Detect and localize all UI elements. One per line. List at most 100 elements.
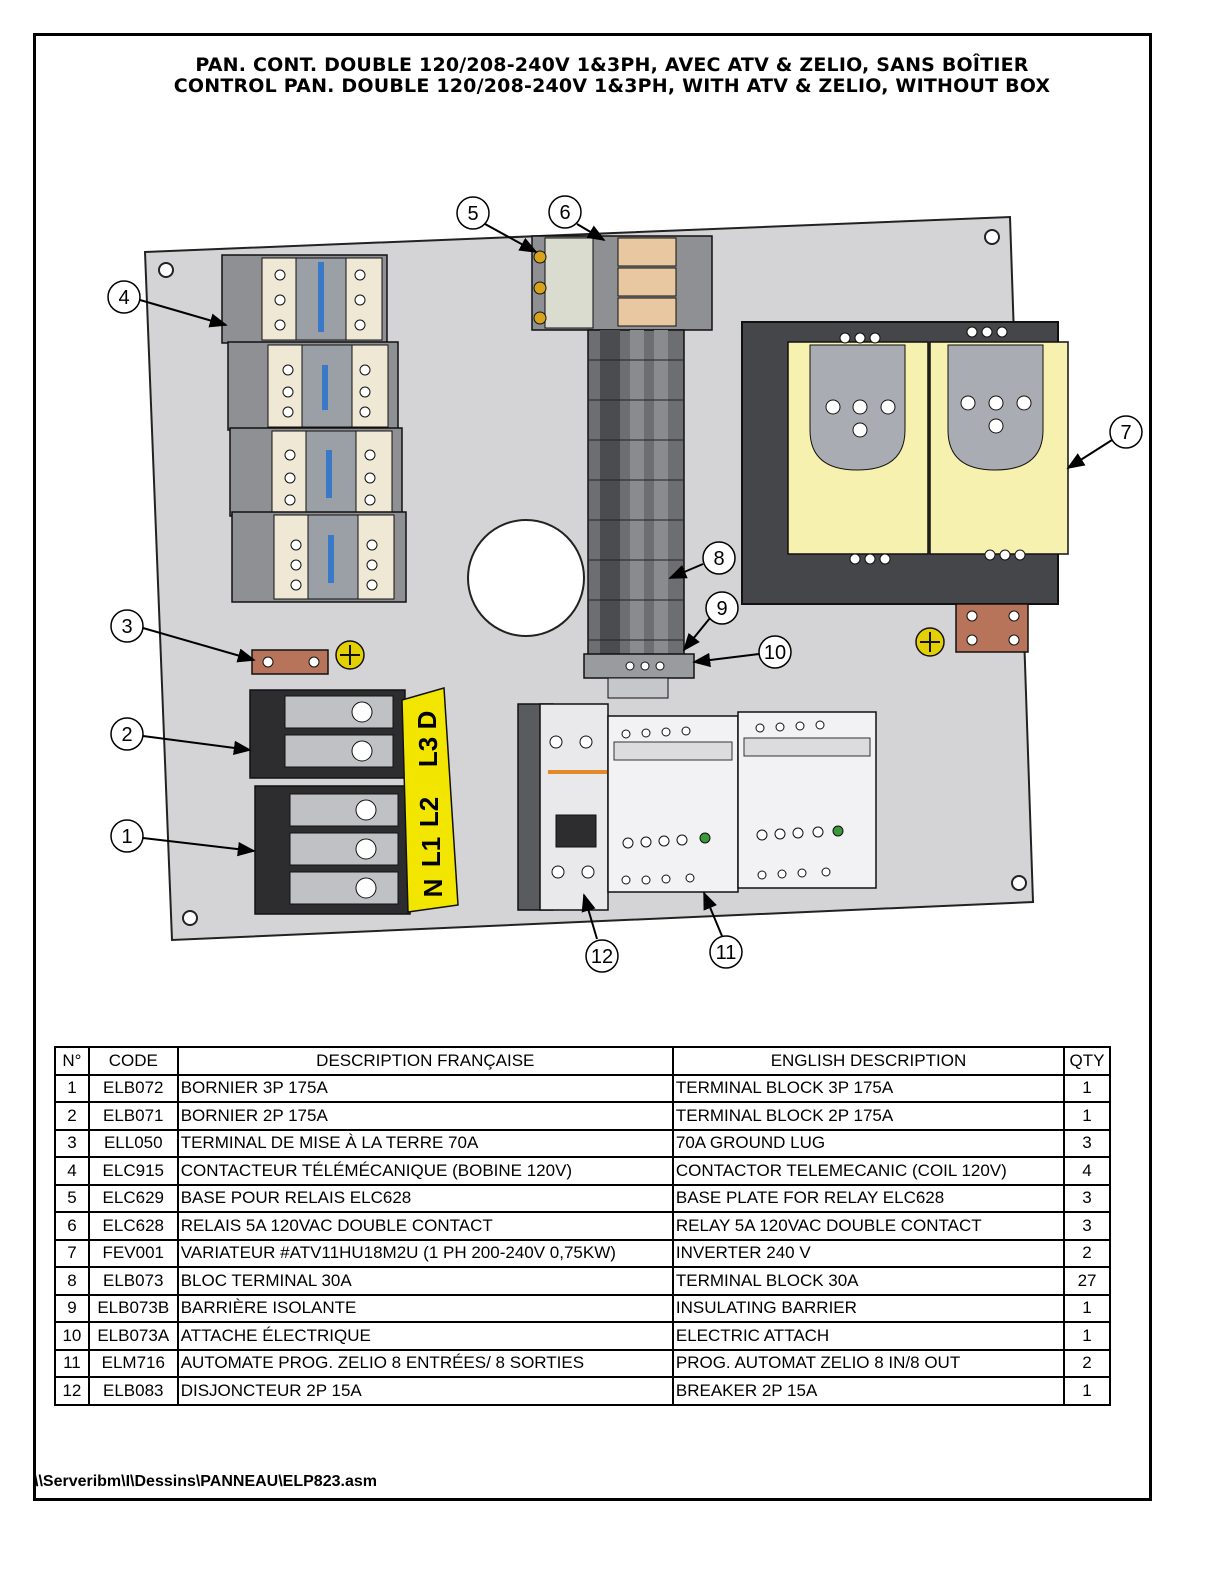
item-english-description: RELAY 5A 120VAC DOUBLE CONTACT: [671, 1211, 1066, 1241]
item-code: ELB073B: [87, 1293, 179, 1323]
item-french-description: AUTOMATE PROG. ZELIO 8 ENTRÉES/ 8 SORTIE…: [176, 1348, 674, 1378]
item-qty: 2: [1063, 1348, 1111, 1378]
item-qty: 3: [1063, 1128, 1111, 1158]
item-english-description: INVERTER 240 V: [671, 1238, 1066, 1268]
item-number: 8: [54, 1266, 90, 1296]
callout-10: 10: [692, 635, 792, 669]
callout-3: 3: [110, 609, 256, 663]
item-english-description: TERMINAL BLOCK 30A: [671, 1266, 1066, 1296]
callout-8: 8: [668, 541, 736, 579]
item-french-description: BORNIER 3P 175A: [176, 1073, 674, 1103]
item-french-description: VARIATEUR #ATV11HU18M2U (1 PH 200-240V 0…: [176, 1238, 674, 1268]
item-french-description: BARRIÈRE ISOLANTE: [176, 1293, 674, 1323]
header-number: N°: [54, 1046, 90, 1076]
file-path: \\Serveribm\I\Dessins\PANNEAU\ELP823.asm: [34, 1473, 377, 1490]
item-number: 1: [54, 1073, 90, 1103]
contactors: [221, 254, 407, 603]
item-french-description: BASE POUR RELAIS ELC628: [176, 1183, 674, 1213]
inverters: [741, 321, 1069, 605]
item-number: 11: [54, 1348, 90, 1378]
item-english-description: TERMINAL BLOCK 3P 175A: [671, 1073, 1066, 1103]
mounting-hole: [1011, 875, 1027, 891]
item-number: 10: [54, 1321, 90, 1351]
item-english-description: PROG. AUTOMAT ZELIO 8 IN/8 OUT: [671, 1348, 1066, 1378]
item-english-description: ELECTRIC ATTACH: [671, 1321, 1066, 1351]
item-number: 7: [54, 1238, 90, 1268]
callout-3-number: 3: [121, 616, 132, 638]
item-code: FEV001: [87, 1238, 179, 1268]
item-french-description: DISJONCTEUR 2P 15A: [176, 1376, 674, 1406]
callout-12: 12: [581, 893, 619, 973]
parts-table-header: N° CODE DESCRIPTION FRANÇAISE ENGLISH DE…: [54, 1046, 1111, 1076]
parts-table: N° CODE DESCRIPTION FRANÇAISE ENGLISH DE…: [54, 1046, 1111, 1406]
callout-10-number: 10: [764, 642, 786, 664]
item-number: 4: [54, 1156, 90, 1186]
callout-1: 1: [110, 819, 256, 857]
header-english-description: ENGLISH DESCRIPTION: [671, 1046, 1066, 1076]
item-french-description: BORNIER 2P 175A: [176, 1101, 674, 1131]
terminal-phase-labels: D L3 L2 L1 N: [412, 711, 448, 898]
mounting-hole: [182, 910, 198, 926]
mounting-hole: [984, 229, 1000, 245]
item-english-description: BREAKER 2P 15A: [671, 1376, 1066, 1406]
relays: [531, 235, 713, 331]
label-l1: L1: [416, 837, 446, 867]
item-code: ELB073A: [87, 1321, 179, 1351]
item-number: 6: [54, 1211, 90, 1241]
label-n: N: [418, 879, 448, 898]
item-qty: 3: [1063, 1211, 1111, 1241]
callout-4-number: 4: [118, 287, 129, 309]
item-qty: 27: [1063, 1266, 1111, 1296]
callout-4: 4: [107, 280, 228, 328]
callout-1-number: 1: [121, 826, 132, 848]
item-code: ELB072: [87, 1073, 179, 1103]
drawing-frame: [33, 33, 1152, 1501]
item-code: ELB083: [87, 1376, 179, 1406]
item-english-description: TERMINAL BLOCK 2P 175A: [671, 1101, 1066, 1131]
item-qty: 1: [1063, 1376, 1111, 1406]
callout-7: 7: [1066, 415, 1143, 469]
item-code: ELL050: [87, 1128, 179, 1158]
callout-8-number: 8: [713, 548, 724, 570]
item-qty: 1: [1063, 1073, 1111, 1103]
item-english-description: INSULATING BARRIER: [671, 1293, 1066, 1323]
callout-6: 6: [548, 195, 606, 241]
item-qty: 1: [1063, 1293, 1111, 1323]
item-qty: 3: [1063, 1183, 1111, 1213]
item-number: 9: [54, 1293, 90, 1323]
item-number: 5: [54, 1183, 90, 1213]
header-code: CODE: [87, 1046, 179, 1076]
callout-9: 9: [682, 591, 739, 652]
item-french-description: TERMINAL DE MISE À LA TERRE 70A: [176, 1128, 674, 1158]
header-qty: QTY: [1063, 1046, 1111, 1076]
label-l2: L2: [414, 797, 444, 827]
item-code: ELM716: [87, 1348, 179, 1378]
panel-drawing: D L3 L2 L1 N 1 2: [107, 195, 1143, 973]
header-french-description: DESCRIPTION FRANÇAISE: [176, 1046, 674, 1076]
item-english-description: CONTACTOR TELEMECANIC (COIL 120V): [671, 1156, 1066, 1186]
callout-7-number: 7: [1120, 422, 1131, 444]
callout-2: 2: [110, 717, 252, 756]
item-qty: 4: [1063, 1156, 1111, 1186]
item-code: ELB073: [87, 1266, 179, 1296]
callout-5: 5: [456, 196, 538, 253]
title-english: CONTROL PAN. DOUBLE 120/208-240V 1&3PH, …: [173, 75, 1051, 97]
callout-6-number: 6: [559, 202, 570, 224]
item-qty: 1: [1063, 1101, 1111, 1131]
item-number: 3: [54, 1128, 90, 1158]
callout-9-number: 9: [716, 598, 727, 620]
item-code: ELC915: [87, 1156, 179, 1186]
item-qty: 1: [1063, 1321, 1111, 1351]
item-french-description: RELAIS 5A 120VAC DOUBLE CONTACT: [176, 1211, 674, 1241]
callout-2-number: 2: [121, 724, 132, 746]
breaker-and-plcs: [517, 703, 877, 911]
item-english-description: 70A GROUND LUG: [671, 1128, 1066, 1158]
